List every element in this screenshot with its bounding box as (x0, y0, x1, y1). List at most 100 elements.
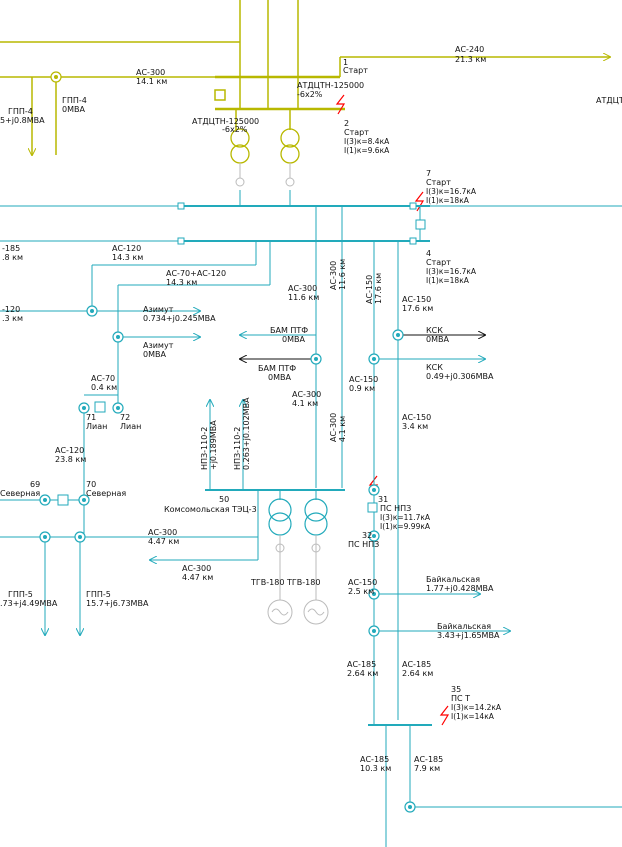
gpp4-load: 0МВА (62, 105, 85, 114)
gpp4-node[interactable] (50, 71, 62, 83)
autotransformer-2 (280, 128, 300, 164)
node35-i1: I(1)к=14кА (451, 712, 495, 721)
node-dots (43, 309, 412, 809)
node35-i3: I(3)к=14.2кА (451, 703, 502, 712)
ac70-120-len: 14.3 км (166, 278, 197, 287)
node69: Северная (0, 489, 40, 498)
atdctn-top: АТДЦТН-125000 (297, 81, 364, 90)
ksk2-load: 0.49+j0.306МВА (426, 372, 494, 381)
bam1: БАМ ПТФ (270, 326, 308, 335)
node31-i3: I(3)к=11.7кА (380, 513, 431, 522)
baik1-load: 1.77+j0.428МВА (426, 584, 494, 593)
ac300-m: АС-300 (292, 390, 321, 399)
ac185-b: АС-185 (402, 660, 431, 669)
ac185-d-len: 7.9 км (414, 764, 440, 773)
ac150-r-len: 3.4 км (402, 422, 428, 431)
ac300-v1: АС-300 (329, 261, 338, 290)
node31-num: 31 (378, 495, 388, 504)
liman71-num: 71 (86, 413, 96, 422)
node35-num: 35 (451, 685, 461, 694)
atdct-right: АТДЦТ (596, 96, 622, 105)
fault-marker-35 (439, 705, 450, 726)
ac120-b: АС-120 (55, 446, 84, 455)
ac300-v2-len: 4.1 км (338, 416, 347, 442)
gpp5-b-load: 15.7+j6.73МВА (86, 599, 149, 608)
npz2-load: 0.263+j0.102МВА (242, 397, 251, 470)
node2-num: 2 (344, 119, 349, 128)
ac185-d: АС-185 (414, 755, 443, 764)
node70: Северная (86, 489, 126, 498)
liman72-num: 72 (120, 413, 130, 422)
ac300-d: АС-300 (182, 564, 211, 573)
ac150-m-len: 0.9 км (349, 384, 375, 393)
komsomol: Комсомольская (164, 505, 230, 514)
gpp4-left: ГПП-4 (8, 107, 33, 116)
npz2: НПЗ-110-2 (233, 427, 242, 470)
ac150-b-len: 17.6 км (402, 304, 433, 313)
node70-num: 70 (86, 480, 96, 489)
ac300-v1-len: 11.6 км (338, 259, 347, 290)
node7-num: 7 (426, 169, 431, 178)
gpp4-label: ГПП-4 (62, 96, 87, 105)
azimut1-load: 0.734+j0.245МВА (143, 314, 216, 323)
ksk1: КСК (426, 326, 443, 335)
ac185-b-len: 2.64 км (402, 669, 433, 678)
ac150-e-len: 2.5 км (348, 587, 374, 596)
node1-num: 1 (343, 58, 348, 67)
node2-name: Старт (344, 128, 369, 137)
ac150-m: АС-150 (349, 375, 378, 384)
ac300-top: АС-300 (136, 68, 165, 77)
hv-220-section (0, 0, 610, 155)
ac300-d-len: 4.47 км (182, 573, 213, 582)
baik1: Байкальская (426, 575, 480, 584)
ac300-top-len: 14.1 км (136, 77, 167, 86)
ac185-a: АС-185 (347, 660, 376, 669)
node31-i1: I(1)к=9.99кА (380, 522, 431, 531)
ac185-left: -185 (2, 244, 20, 253)
node7-i3: I(3)к=16.7кА (426, 187, 477, 196)
azimut2-load: 0МВА (143, 350, 166, 359)
ac150-v-len: 17.6 км (374, 273, 383, 304)
tec3-transformer-1 (268, 498, 292, 536)
ac185-c-len: 10.3 км (360, 764, 391, 773)
ac300-c: АС-300 (148, 528, 177, 537)
ac185-c: АС-185 (360, 755, 389, 764)
liman71: Лиан (86, 422, 107, 431)
baik2: Байкальская (437, 622, 491, 631)
hv-110-section (0, 190, 622, 847)
baik2-load: 3.43+j1.65МВА (437, 631, 500, 640)
node1-name: Старт (343, 66, 368, 75)
node50-num: 50 (219, 495, 229, 504)
liman72: Лиан (120, 422, 141, 431)
ac120-left-len: .3 км (2, 314, 23, 323)
azimut2: Азимут (143, 341, 174, 350)
ac70: АС-70 (91, 374, 115, 383)
ac120-b-len: 23.8 км (55, 455, 86, 464)
ac120-a-len: 14.3 км (112, 253, 143, 262)
ac300-m-len: 4.1 км (292, 399, 318, 408)
atdctn-top-tap: -6x2% (297, 90, 323, 99)
tec3: ТЭЦ-3 (231, 505, 257, 514)
bam2-load: 0МВА (268, 373, 291, 382)
tgv1: ТГВ-180 (250, 578, 284, 587)
gpp5-b: ГПП-5 (86, 590, 111, 599)
autotransformer-1 (230, 128, 250, 164)
ac120-left: -120 (2, 305, 20, 314)
gpp4-left-load: 5+j0.8МВА (0, 116, 45, 125)
ac150-r: АС-150 (402, 413, 431, 422)
ac300-c-len: 4.47 км (148, 537, 179, 546)
node69-num: 69 (30, 480, 40, 489)
atdctn-bot: АТДЦТН-125000 (192, 117, 259, 126)
fault-marker-2 (335, 94, 346, 115)
atdctn-bot-tap: -6x2% (222, 125, 248, 134)
bam1-load: 0МВА (282, 335, 305, 344)
ac240-label: АС-240 (455, 45, 484, 54)
tec3-transformer-2 (304, 498, 328, 536)
node4-i1: I(1)к=18кА (426, 276, 470, 285)
diagram-labels: АС-240 21.3 км 1 Старт АТДЦТН-125000 -6x… (0, 45, 622, 773)
npz1-load: +j0.189МВА (209, 420, 218, 470)
ac300-h: АС-300 (288, 284, 317, 293)
tgv2: ТГВ-180 (286, 578, 320, 587)
ac70-120: АС-70+АС-120 (166, 269, 226, 278)
